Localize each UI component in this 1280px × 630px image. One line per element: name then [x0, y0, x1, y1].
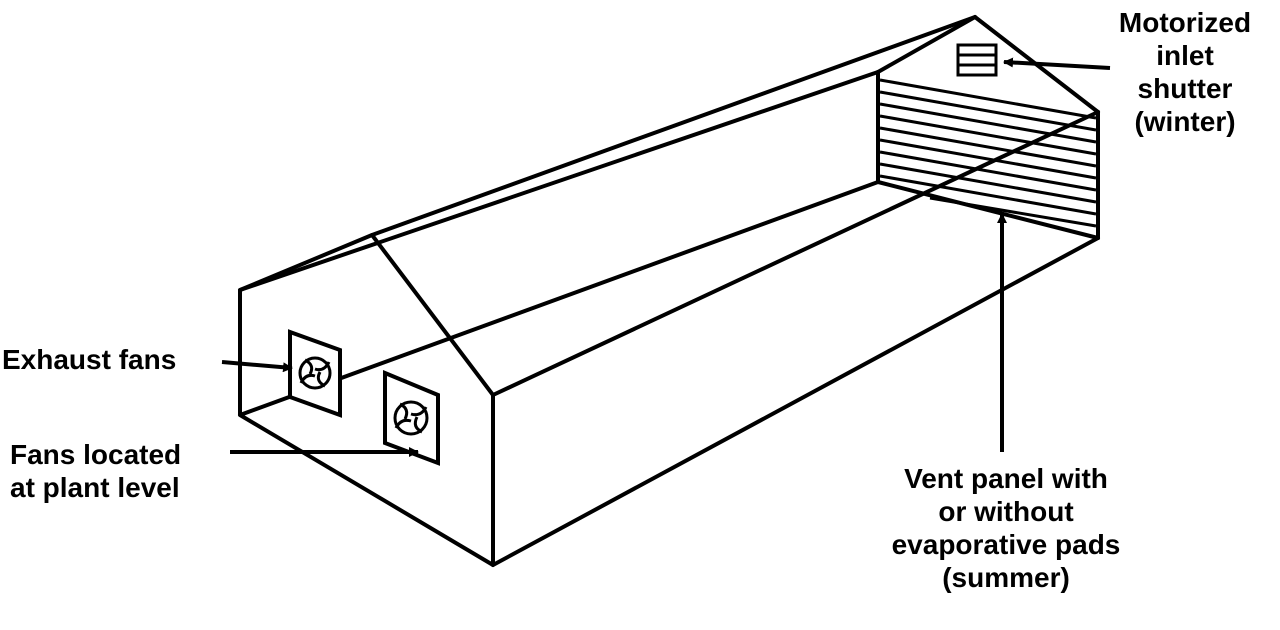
near-base	[491, 236, 1100, 567]
back-floor	[876, 180, 1100, 240]
vent-panel	[879, 78, 1097, 228]
label-line: or without	[938, 496, 1074, 527]
arrow-exhaust-fans	[221, 360, 293, 373]
label-line: inlet	[1156, 40, 1214, 71]
arrow-inlet-shutter	[1003, 57, 1111, 70]
callout-arrows	[221, 57, 1111, 457]
label-line: evaporative pads	[891, 529, 1121, 560]
near-eave	[491, 110, 1100, 397]
label-fans-plant-level: Fans located at plant level	[10, 438, 181, 504]
label-line: shutter	[1137, 73, 1233, 104]
greenhouse-outline	[238, 15, 1100, 567]
exhaust-fan-lower	[383, 370, 440, 466]
far-eave	[238, 70, 880, 292]
label-line: Fans located	[10, 439, 182, 470]
roof-ridge	[370, 15, 977, 237]
exhaust-fan-upper	[288, 329, 342, 418]
label-line: Exhaust fans	[2, 344, 177, 375]
label-motorized-inlet-shutter: Motorized inlet shutter (winter)	[1090, 6, 1280, 138]
label-line: (winter)	[1134, 106, 1236, 137]
label-line: (summer)	[942, 562, 1070, 593]
label-line: at plant level	[10, 472, 180, 503]
label-exhaust-fans: Exhaust fans	[2, 343, 176, 376]
far-base	[238, 180, 880, 417]
label-line: Vent panel with	[904, 463, 1108, 494]
label-vent-panel: Vent panel with or without evaporative p…	[862, 462, 1150, 594]
inlet-shutter	[956, 43, 998, 77]
label-line: Motorized	[1118, 7, 1252, 38]
front-end-wall	[238, 233, 495, 567]
far-gable-roof	[876, 15, 977, 74]
